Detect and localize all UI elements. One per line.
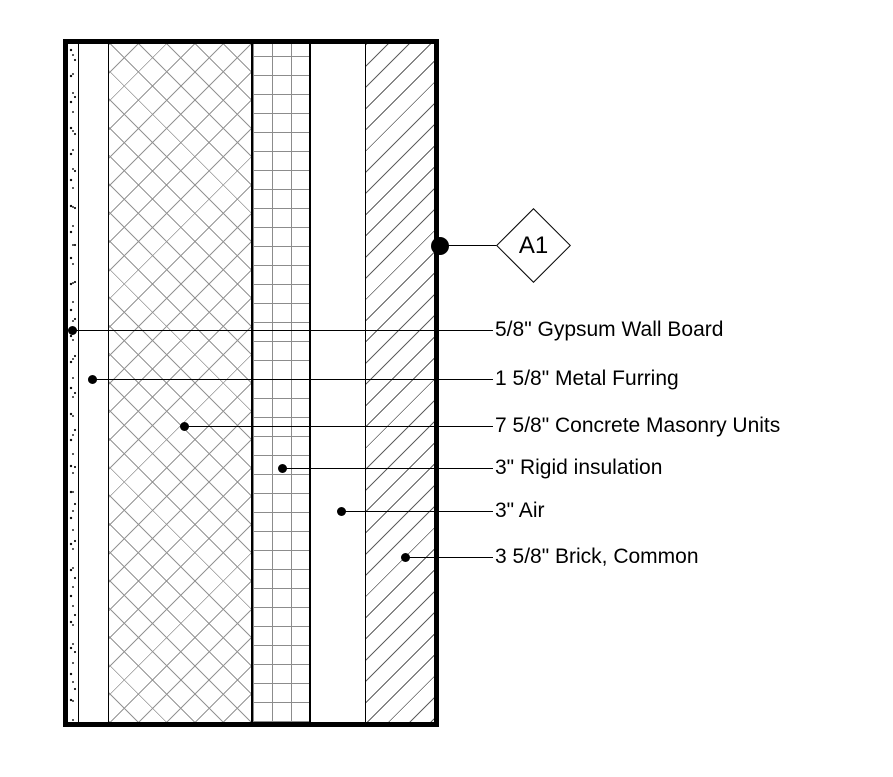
callout-anchor-dot bbox=[431, 237, 449, 255]
leader-line bbox=[341, 511, 493, 512]
annotation-label[interactable]: 7 5/8" Concrete Masonry Units bbox=[495, 414, 781, 437]
wall-assembly[interactable] bbox=[63, 39, 439, 727]
leader-line bbox=[405, 557, 493, 558]
leader-line bbox=[282, 468, 493, 469]
callout-stem-line bbox=[440, 245, 497, 246]
leader-line bbox=[92, 379, 493, 380]
layer-rigid-insulation[interactable] bbox=[253, 44, 311, 722]
annotation-label[interactable]: 3" Rigid insulation bbox=[495, 456, 663, 479]
layer-metal-furring[interactable] bbox=[79, 44, 109, 722]
layer-brick-common[interactable] bbox=[366, 44, 434, 722]
annotation-label[interactable]: 5/8" Gypsum Wall Board bbox=[495, 318, 724, 341]
layer-gypsum-wall-board[interactable] bbox=[68, 44, 79, 722]
annotation-label[interactable]: 1 5/8" Metal Furring bbox=[495, 367, 679, 390]
annotation-label[interactable]: 3 5/8" Brick, Common bbox=[495, 545, 699, 568]
section-callout-diamond[interactable]: A1 bbox=[496, 208, 571, 283]
layer-air-gap[interactable] bbox=[311, 44, 366, 722]
leader-line bbox=[72, 330, 493, 331]
leader-line bbox=[184, 426, 493, 427]
annotation-label[interactable]: 3" Air bbox=[495, 499, 545, 522]
section-callout-label: A1 bbox=[518, 231, 549, 259]
layer-concrete-masonry-units[interactable] bbox=[109, 44, 253, 722]
